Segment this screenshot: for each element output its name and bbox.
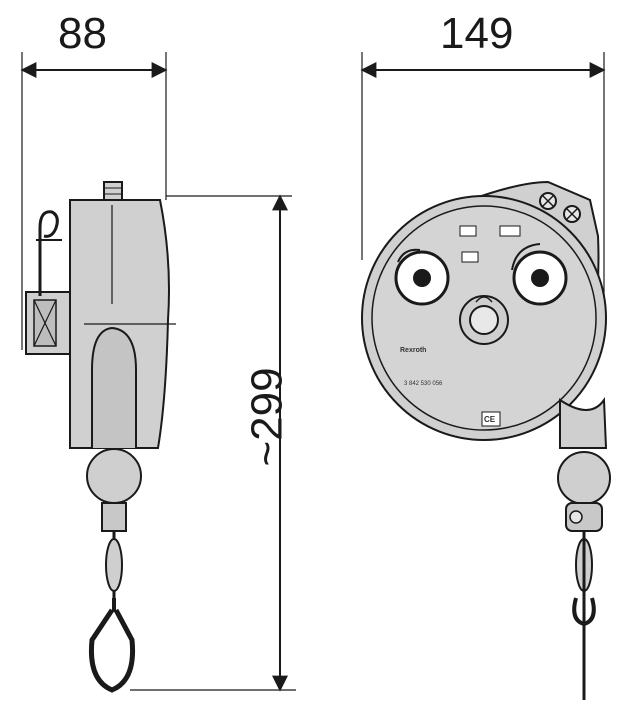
- housing-relief: [91, 326, 137, 448]
- ce-mark-label: CE: [484, 415, 496, 424]
- ball-stop: [86, 448, 142, 504]
- ce-mark-box: [481, 411, 501, 427]
- cable-outlet: [559, 397, 608, 449]
- height-dimension: [130, 194, 296, 692]
- side-view: [20, 52, 176, 693]
- front-view: [360, 52, 611, 700]
- width-dimension-label: 88: [58, 9, 107, 58]
- front-hook: [572, 597, 596, 627]
- suspension-hook: [38, 210, 59, 296]
- height-dimension-label: ~299: [242, 367, 292, 467]
- part-number-label: 3 842 530 056: [404, 381, 443, 387]
- cable-sleeve: [105, 538, 123, 592]
- snap-hook: [88, 608, 136, 693]
- depth-dimension-label: 149: [440, 9, 514, 58]
- brand-label: Rexroth: [400, 347, 426, 354]
- front-ball-stop: [557, 451, 611, 505]
